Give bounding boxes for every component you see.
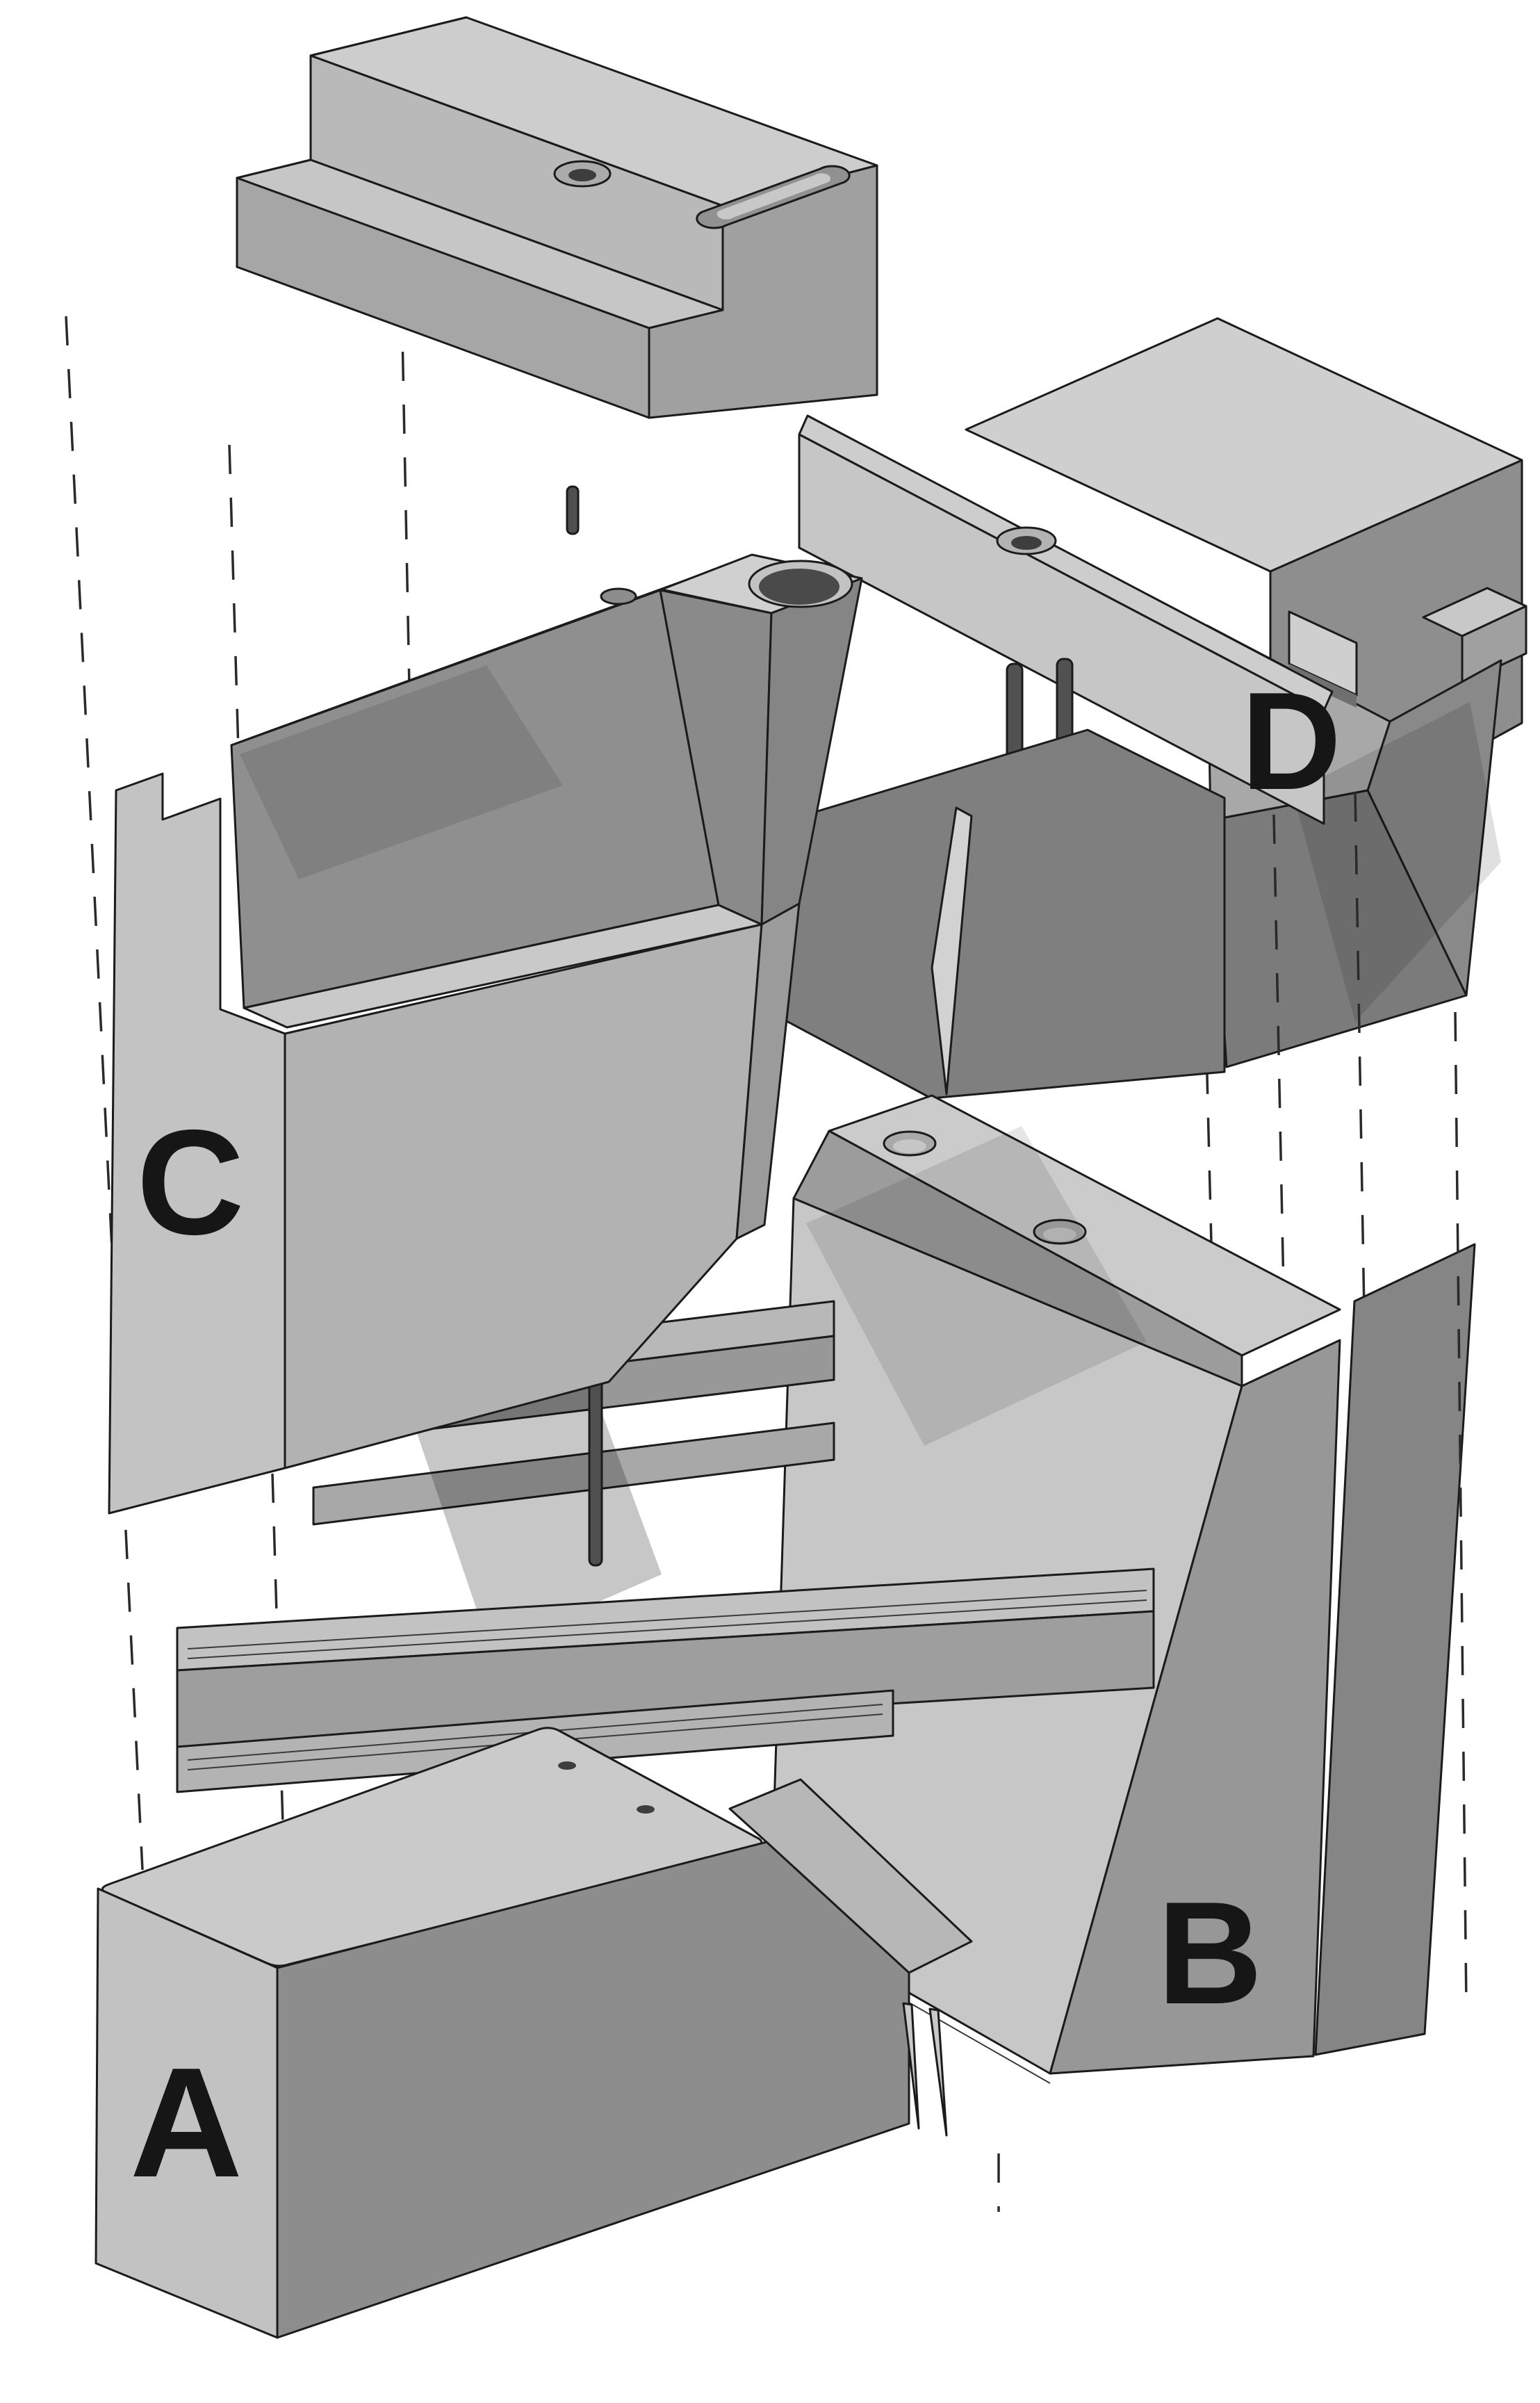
dashed-line [228,444,240,751]
block-c-small-hole [600,587,637,605]
block-d [798,317,1527,1068]
dashed-guide-lines-late [997,1011,1468,2212]
label-block-d: D [1241,664,1341,819]
d-plate-hole-bore [1011,536,1042,550]
top-bar-hole-bore [568,169,596,181]
dowel-pin [566,485,580,535]
cast-shadow [806,1126,1147,1446]
block-d-top-face [965,317,1523,573]
block-b [763,728,1476,2084]
top-bar-end-slot-floor [716,173,831,220]
wedge-tooth [928,2007,948,2137]
block-b-label-face [1049,1339,1341,2075]
block-b-hole-floor [893,1139,926,1153]
block-c [108,553,863,1515]
block-c-left-face [108,772,286,1515]
rail-bar-front-face [176,1610,1155,1748]
block-a-right-ramp [728,1778,973,1974]
rail-groove-line [187,1590,1147,1649]
block-c-right-slant-face [735,902,801,1240]
block-d-shelf-front [1461,605,1527,685]
block-c-lower-front-face [284,923,763,1469]
label-block-b: B [1157,1871,1263,2035]
top-bar [236,16,878,535]
dashed-line [1272,814,1285,1291]
dashed-line [1454,1011,1468,2008]
block-a-top-face [101,1727,763,1967]
block-c-counterbore-hole [759,569,839,605]
block-b-rear-block [1314,1243,1476,2056]
wedge-tooth [902,2002,920,2130]
rail-strip-lower [312,1422,835,1526]
cast-shadow [1293,702,1501,1022]
block-b-rear-dark-face [763,728,1226,1100]
cast-shadow [240,665,563,879]
dashed-line [1354,792,1366,1313]
dashed-line [400,298,411,724]
label-block-c: C [136,1098,244,1266]
rail-groove-line [187,1599,1147,1659]
label-block-a: A [130,2035,243,2210]
block-b-hole-floor [1043,1228,1076,1241]
block-a [95,1727,973,2339]
block-a-hole [558,1761,576,1770]
dashed-line [65,316,144,1871]
block-a-hole [637,1805,655,1814]
d-plate-front-face [798,433,1325,825]
block-b-wedge-sliver [931,806,973,1095]
